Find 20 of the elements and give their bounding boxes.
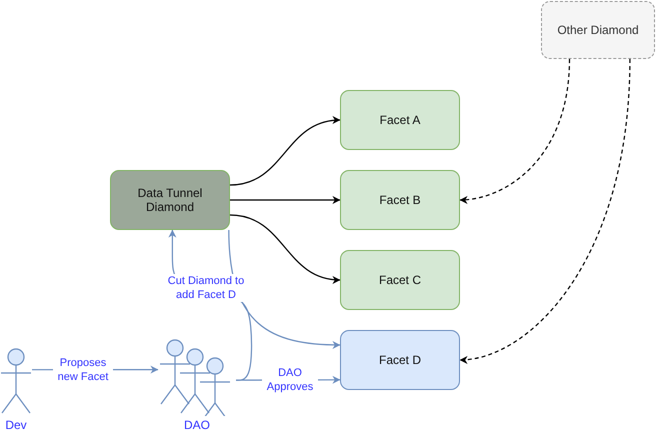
arrow <box>230 196 340 204</box>
arrow <box>230 116 340 186</box>
facet-box <box>340 170 460 230</box>
actor-name: Dev <box>4 418 28 432</box>
dashed-arrow <box>460 58 631 364</box>
facet-box <box>340 250 460 310</box>
facet-box <box>340 90 460 150</box>
actor-name: DAO <box>182 418 211 432</box>
arrow <box>230 214 340 284</box>
edge-label: Cut Diamond to add Facet D <box>165 274 247 302</box>
facet-box <box>340 330 460 390</box>
node-label: Facet C <box>378 273 422 287</box>
node-label: Other Diamond <box>556 23 640 37</box>
node-label: Data Tunnel Diamond <box>136 186 204 214</box>
edge-label: DAO Approves <box>262 366 318 394</box>
node-label: Facet B <box>378 193 422 207</box>
node-label: Facet A <box>378 113 422 127</box>
dashed-arrow <box>460 58 570 204</box>
node-label: Facet D <box>378 353 422 367</box>
external-box <box>541 1 655 59</box>
